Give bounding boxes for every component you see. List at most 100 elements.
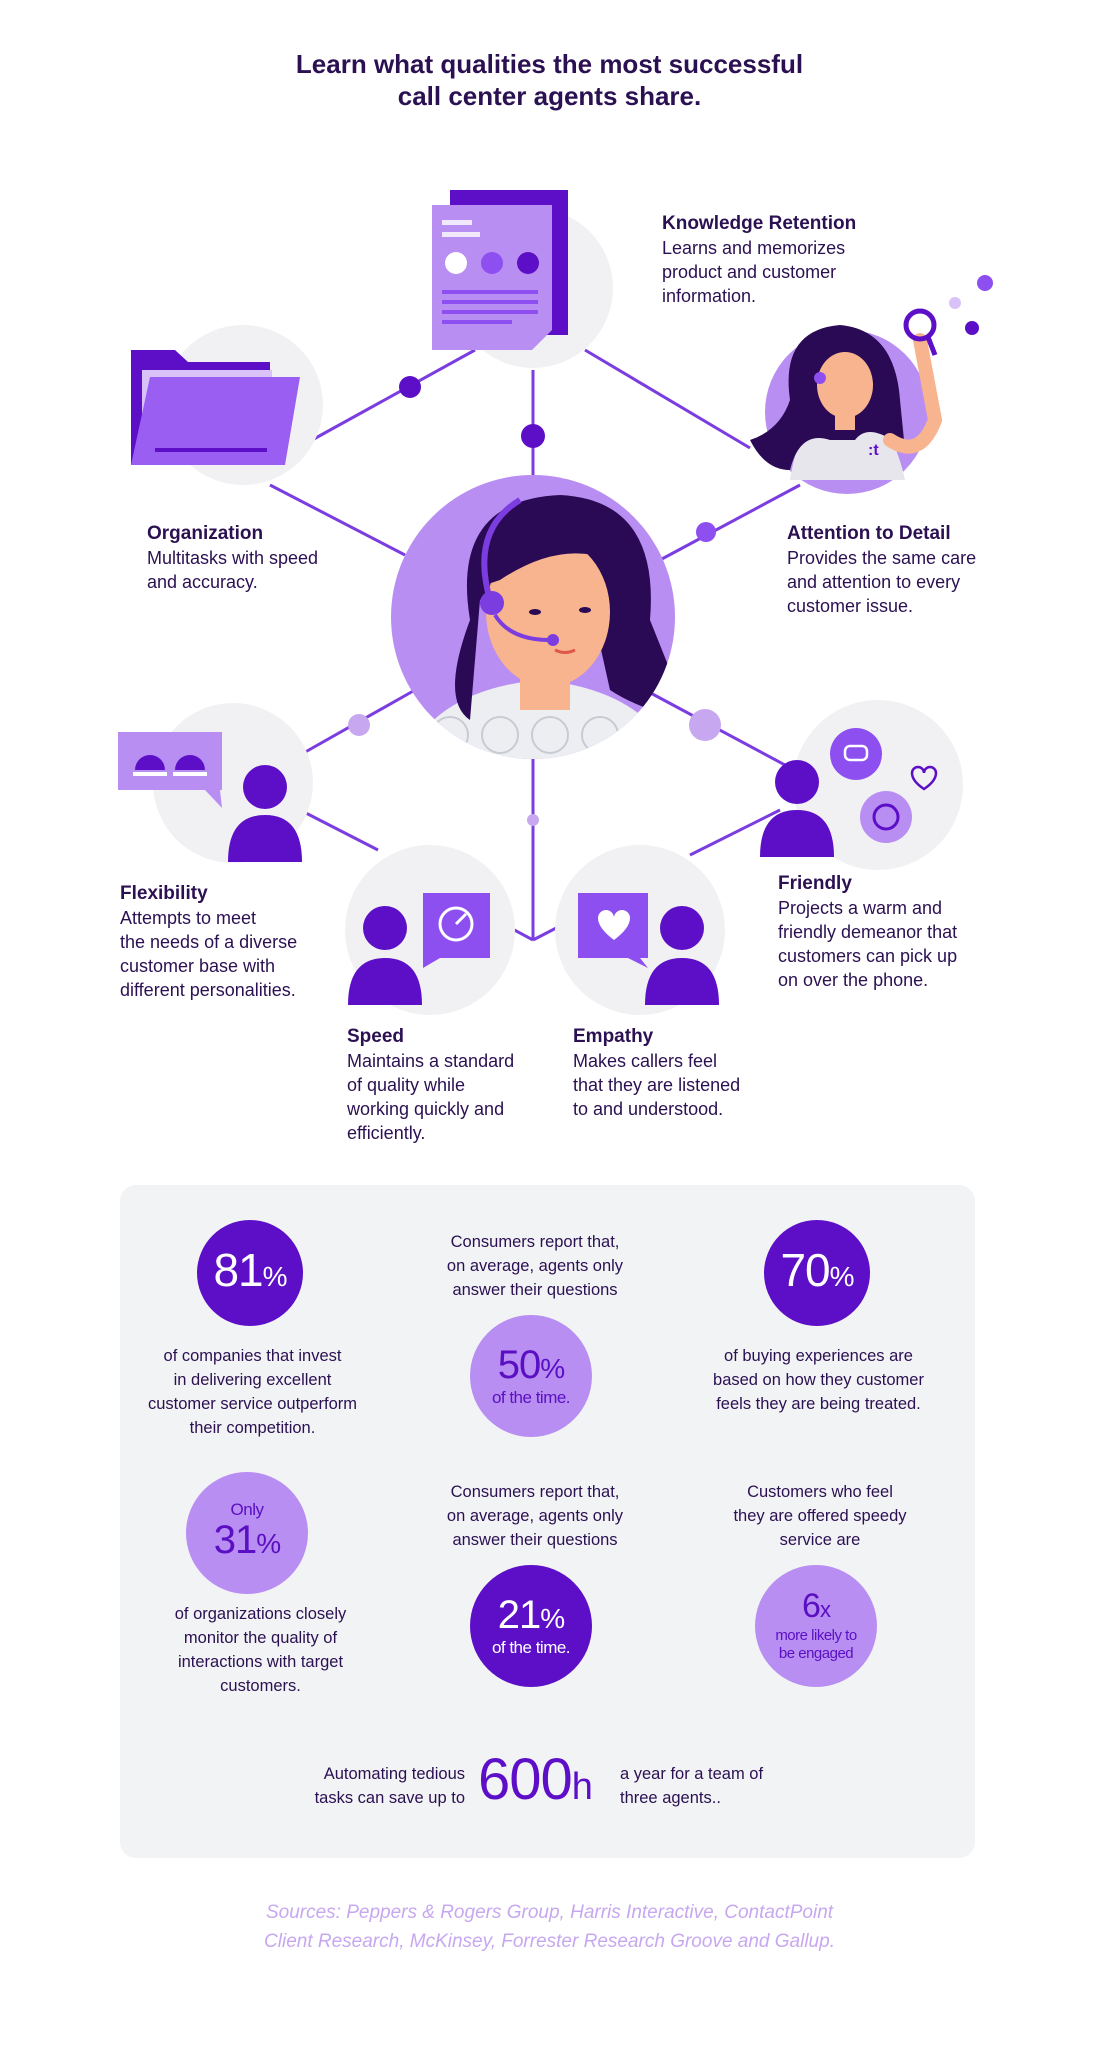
stat-31-circle: Only 31% — [186, 1472, 308, 1594]
attention-to-detail-line: Provides the same care — [787, 548, 977, 568]
attention-to-detail-line: customer issue. — [787, 596, 914, 616]
stat-600-left: Automating tedious tasks can save up to — [280, 1762, 465, 1810]
stat-600-line: three agents.. — [620, 1789, 721, 1807]
stat-81-unit: % — [262, 1260, 288, 1292]
stat-31-line: interactions with target — [177, 1653, 344, 1671]
stat-70-number: 70 — [780, 1243, 830, 1296]
speed-line: of quality while — [347, 1075, 466, 1095]
empathy-block: Empathy Makes callers feel that they are… — [573, 1025, 773, 1121]
stat-50-intro: Consumers report that, on average, agent… — [410, 1230, 660, 1302]
stat-600-number: 600 — [478, 1747, 573, 1812]
friendly-line: on over the phone. — [778, 970, 929, 990]
stat-31-text: of organizations closely monitor the qua… — [128, 1602, 393, 1698]
knowledge-retention-block: Knowledge Retention Learns and memorizes… — [662, 212, 892, 308]
stat-81-circle: 81% — [197, 1220, 303, 1326]
stat-70-unit: % — [829, 1260, 855, 1292]
flexibility-icon — [118, 703, 313, 863]
friendly-block: Friendly Projects a warm and friendly de… — [778, 872, 1008, 992]
stat-81-number: 81 — [213, 1243, 263, 1296]
person-icon — [760, 760, 834, 857]
knowledge-retention-line: information. — [662, 286, 757, 306]
stat-21-circle: 21% of the time. — [470, 1565, 592, 1687]
empathy-title: Empathy — [573, 1026, 654, 1047]
connector-dots — [348, 376, 721, 826]
title-line-1: Learn what qualities the most successful — [295, 49, 804, 79]
stat-6x-unit: x — [819, 1597, 831, 1622]
stat-50-caption: of the time. — [491, 1388, 571, 1407]
stat-600-line: a year for a team of — [620, 1765, 764, 1783]
friendly-title: Friendly — [778, 873, 852, 894]
stat-6x-intro: Customers who feel they are offered spee… — [695, 1480, 945, 1552]
stat-21-line: Consumers report that, — [450, 1483, 620, 1501]
friendly-line: customers can pick up — [778, 946, 958, 966]
stat-6x-caption: be engaged — [778, 1645, 854, 1662]
stat-6x-line: Customers who feel — [747, 1483, 893, 1501]
stat-81-line: their competition. — [189, 1419, 316, 1437]
attention-to-detail-block: Attention to Detail Provides the same ca… — [787, 522, 1017, 618]
stat-31-number: 31 — [213, 1518, 257, 1562]
stat-50-unit: % — [540, 1353, 565, 1384]
svg-text::t: :t — [868, 442, 879, 459]
organization-block: Organization Multitasks with speed and a… — [147, 522, 377, 594]
smiley-icon — [860, 791, 912, 843]
friendly-line: friendly demeanor that — [778, 922, 958, 942]
sources-line-2: Client Research, McKinsey, Forrester Res… — [264, 1931, 835, 1952]
stat-31-prefix: Only — [230, 1500, 264, 1519]
knowledge-retention-line: product and customer — [662, 262, 837, 282]
speed-line: working quickly and — [347, 1099, 505, 1119]
stat-81-line: in delivering excellent — [173, 1371, 332, 1389]
heart-icon — [910, 765, 938, 791]
stat-70-text: of buying experiences are based on how t… — [686, 1344, 951, 1416]
sources-line-1: Sources: Peppers & Rogers Group, Harris … — [265, 1902, 834, 1923]
stat-6x-line: they are offered speedy — [733, 1507, 907, 1525]
speedometer-icon — [133, 755, 207, 776]
flexibility-title: Flexibility — [120, 883, 208, 904]
stat-21-line: on average, agents only — [446, 1507, 624, 1525]
friendly-icon — [760, 700, 963, 870]
stat-600-value: 600h — [478, 1747, 593, 1819]
stat-31-line: monitor the quality of — [183, 1629, 338, 1647]
sources-note: Sources: Peppers & Rogers Group, Harris … — [0, 1898, 1099, 1956]
stat-31-unit: % — [256, 1528, 281, 1559]
stat-600-right: a year for a team of three agents.. — [620, 1762, 820, 1810]
stat-31-line: customers. — [220, 1677, 301, 1695]
empathy-line: Makes callers feel — [573, 1051, 718, 1071]
stat-600-line: Automating tedious — [323, 1765, 465, 1783]
speech-bubble-icon — [830, 728, 882, 780]
stat-21-caption: of the time. — [491, 1638, 571, 1657]
person-icon — [228, 765, 302, 862]
speed-title: Speed — [347, 1026, 405, 1047]
stat-21-unit: % — [540, 1603, 565, 1634]
empathy-icon — [555, 845, 725, 1015]
stat-70-line: of buying experiences are — [724, 1347, 913, 1365]
stat-70-circle: 70% — [764, 1220, 870, 1326]
person-icon — [645, 906, 719, 1005]
stat-6x-line: service are — [779, 1531, 861, 1549]
heart-icon — [598, 910, 630, 940]
flexibility-line: customer base with — [120, 956, 276, 976]
stat-21-number: 21 — [497, 1593, 541, 1637]
qualities-diagram: :t — [118, 190, 993, 1015]
flexibility-line: different personalities. — [120, 980, 296, 1000]
speed-icon — [345, 845, 515, 1015]
speed-line: Maintains a standard — [347, 1051, 515, 1071]
friendly-line: Projects a warm and — [778, 898, 943, 918]
empathy-line: to and understood. — [573, 1099, 724, 1119]
stat-21-intro: Consumers report that, on average, agent… — [410, 1480, 660, 1552]
stat-50-circle: 50% of the time. — [470, 1315, 592, 1437]
stat-31-line: of organizations closely — [174, 1605, 347, 1623]
organization-line: and accuracy. — [147, 572, 258, 592]
empathy-line: that they are listened — [573, 1075, 741, 1095]
stat-70-line: feels they are being treated. — [716, 1395, 921, 1413]
stat-600-unit: h — [571, 1766, 593, 1808]
knowledge-retention-title: Knowledge Retention — [662, 213, 857, 234]
flexibility-block: Flexibility Attempts to meet the needs o… — [120, 882, 350, 1002]
speedometer-icon — [438, 906, 474, 942]
flexibility-line: the needs of a diverse — [120, 932, 298, 952]
page-title: Learn what qualities the most successful… — [0, 48, 1099, 112]
title-line-2: call center agents share. — [397, 81, 702, 111]
stat-81-line: of companies that invest — [163, 1347, 342, 1365]
organization-title: Organization — [147, 523, 264, 544]
stat-50-line: answer their questions — [452, 1281, 618, 1299]
stat-81-text: of companies that invest in delivering e… — [120, 1344, 385, 1440]
